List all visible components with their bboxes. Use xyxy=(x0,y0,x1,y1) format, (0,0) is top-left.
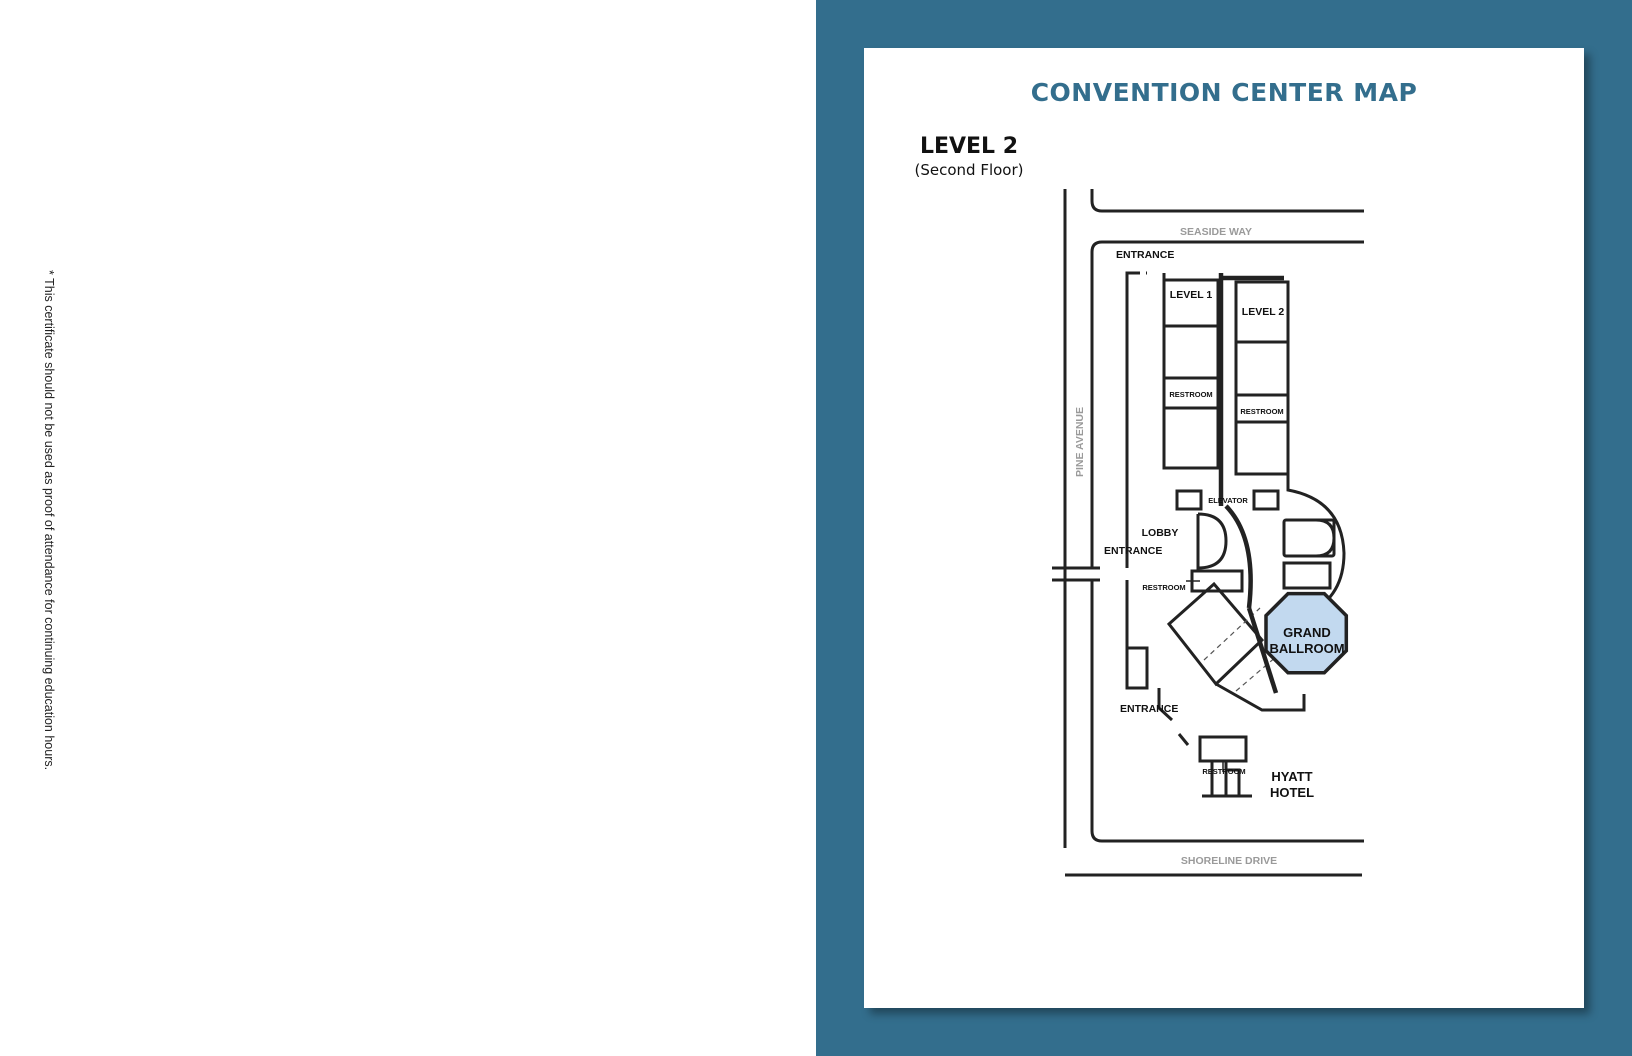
elevator-box xyxy=(1252,489,1280,511)
lobby-label: LOBBY xyxy=(1142,527,1179,539)
street-label-top: SEASIDE WAY xyxy=(1180,226,1252,238)
level2-block xyxy=(1234,420,1290,476)
elevator-box xyxy=(1175,489,1203,511)
corridor-wall xyxy=(1125,580,1138,690)
street-line-top xyxy=(1090,189,1364,213)
level2-label: LEVEL 2 xyxy=(1242,306,1285,318)
east-wing-room-curve xyxy=(1315,518,1336,558)
hotel-icon xyxy=(1202,759,1252,798)
level-heading: LEVEL 2 (Second Floor) xyxy=(904,134,1034,179)
diagonal-hall xyxy=(1215,682,1306,712)
entrance-bottom-wall xyxy=(1177,733,1190,746)
restroom-bottom-label: RESTROOM xyxy=(1202,767,1245,776)
hotel-label-line2: HOTEL xyxy=(1270,785,1314,800)
restroom-level1-label: RESTROOM xyxy=(1169,390,1212,399)
grand-ballroom xyxy=(1264,591,1349,675)
building-outline xyxy=(1090,240,1364,568)
lobby-door-arc xyxy=(1196,512,1228,570)
street-label-bottom: SHORELINE DRIVE xyxy=(1181,855,1277,867)
level2-block xyxy=(1234,340,1290,397)
corridor-wall xyxy=(1157,688,1174,722)
building-outline xyxy=(1090,580,1364,843)
restroom-lobby-label: RESTROOM xyxy=(1142,583,1185,592)
diagonal-hall xyxy=(1166,581,1265,687)
corridor-box xyxy=(1125,646,1149,690)
left-page: * This certificate should not be used as… xyxy=(42,270,56,771)
ballroom-label-line2: BALLROOM xyxy=(1269,641,1344,656)
street-label-left: PINE AVENUE xyxy=(1074,407,1086,477)
map-sheet: CONVENTION CENTER MAP LEVEL 2 (Second Fl… xyxy=(864,48,1584,1008)
entrance-label-middle: ENTRANCE xyxy=(1104,545,1162,557)
level1-block xyxy=(1162,278,1220,328)
hotel-label-line1: HYATT xyxy=(1271,769,1312,784)
ballroom-entry-wall xyxy=(1246,607,1279,694)
lobby-curve-wall xyxy=(1224,504,1253,609)
corridor-wall xyxy=(1125,271,1140,568)
map-title: CONVENTION CENTER MAP xyxy=(1030,78,1418,107)
elevator-label: ELEVATOR xyxy=(1208,496,1248,505)
disclaimer-note: * This certificate should not be used as… xyxy=(42,270,56,771)
level-sublabel: (Second Floor) xyxy=(914,161,1024,179)
east-wing-room xyxy=(1282,561,1332,590)
entrance-label-top: ENTRANCE xyxy=(1116,249,1174,261)
east-wing-room xyxy=(1282,518,1336,558)
restroom-level2-label: RESTROOM xyxy=(1240,407,1283,416)
level-label: LEVEL 2 xyxy=(919,134,1019,159)
restroom-bottom-box xyxy=(1198,735,1248,763)
floor-plan-map: SEASIDE WAY PINE AVENUE SHORELINE DRIVE … xyxy=(1052,189,1364,877)
diagonal-corridor-dash xyxy=(1235,649,1285,692)
ballroom-label-line1: GRAND xyxy=(1283,625,1331,640)
map-panel: CONVENTION CENTER MAP LEVEL 2 (Second Fl… xyxy=(816,0,1632,1056)
level1-block xyxy=(1162,406,1220,470)
level1-label: LEVEL 1 xyxy=(1170,289,1213,301)
entrance-label-bottom: ENTRANCE xyxy=(1120,703,1178,715)
level1-block xyxy=(1162,324,1220,380)
